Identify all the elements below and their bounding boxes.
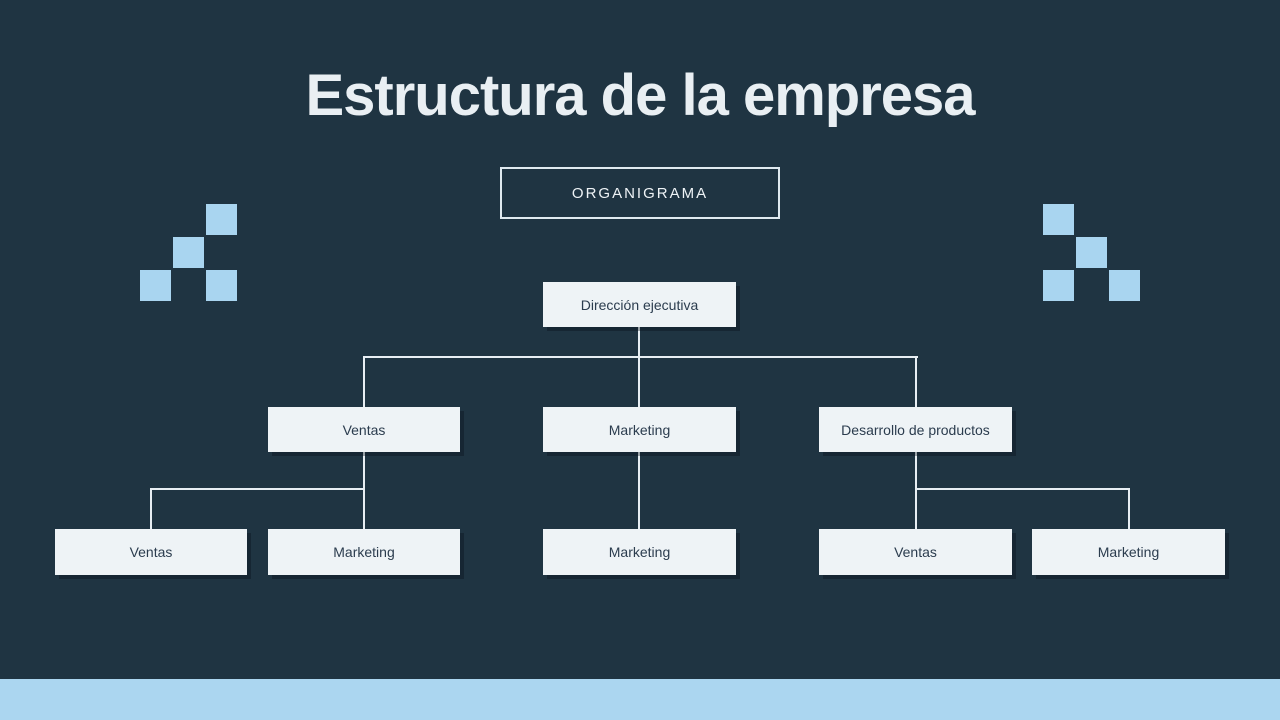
org-node-desarrollo-sub-marketing: Marketing — [1032, 529, 1225, 575]
pixel-square — [140, 270, 171, 301]
connector-line — [150, 488, 365, 490]
org-node-desarrollo-sub-ventas: Ventas — [819, 529, 1012, 575]
organigrama-badge: ORGANIGRAMA — [500, 167, 780, 219]
org-node-label: Ventas — [129, 544, 173, 560]
connector-line — [915, 452, 917, 529]
connector-line — [915, 356, 917, 407]
org-node-label: Marketing — [608, 544, 671, 560]
org-node-marketing: Marketing — [543, 407, 736, 452]
org-node-desarrollo-de-productos: Desarrollo de productos — [819, 407, 1012, 452]
org-node-label: Marketing — [608, 421, 671, 438]
slide-title: Estructura de la empresa — [305, 63, 975, 128]
connector-line — [363, 452, 365, 529]
org-node-ventas-sub-ventas: Ventas — [55, 529, 247, 575]
connector-line — [363, 356, 918, 358]
pixel-square — [1043, 204, 1074, 235]
pixel-square — [206, 270, 237, 301]
pixel-square — [1109, 270, 1140, 301]
org-node-label: Ventas — [342, 421, 386, 438]
org-node-direccion-ejecutiva: Dirección ejecutiva — [543, 282, 736, 327]
org-node-label: Marketing — [1097, 544, 1160, 560]
pixel-square — [206, 204, 237, 235]
pixel-square — [1076, 237, 1107, 268]
connector-line — [150, 488, 152, 529]
org-node-label: Marketing — [333, 544, 395, 560]
pixel-square — [173, 237, 204, 268]
connector-line — [638, 327, 640, 358]
org-node-ventas: Ventas — [268, 407, 460, 452]
connector-line — [638, 452, 640, 529]
org-node-label: Ventas — [894, 544, 937, 560]
pixel-square — [1043, 270, 1074, 301]
org-node-ventas-sub-marketing: Marketing — [268, 529, 460, 575]
connector-line — [1128, 488, 1130, 529]
org-node-marketing-sub-marketing: Marketing — [543, 529, 736, 575]
organigrama-badge-label: ORGANIGRAMA — [571, 184, 709, 202]
org-node-label: Dirección ejecutiva — [580, 296, 699, 313]
org-node-label: Desarrollo de productos — [841, 421, 990, 438]
connector-line — [638, 356, 640, 407]
connector-line — [363, 356, 365, 407]
connector-line — [915, 488, 1130, 490]
bottom-accent-bar — [0, 679, 1280, 720]
